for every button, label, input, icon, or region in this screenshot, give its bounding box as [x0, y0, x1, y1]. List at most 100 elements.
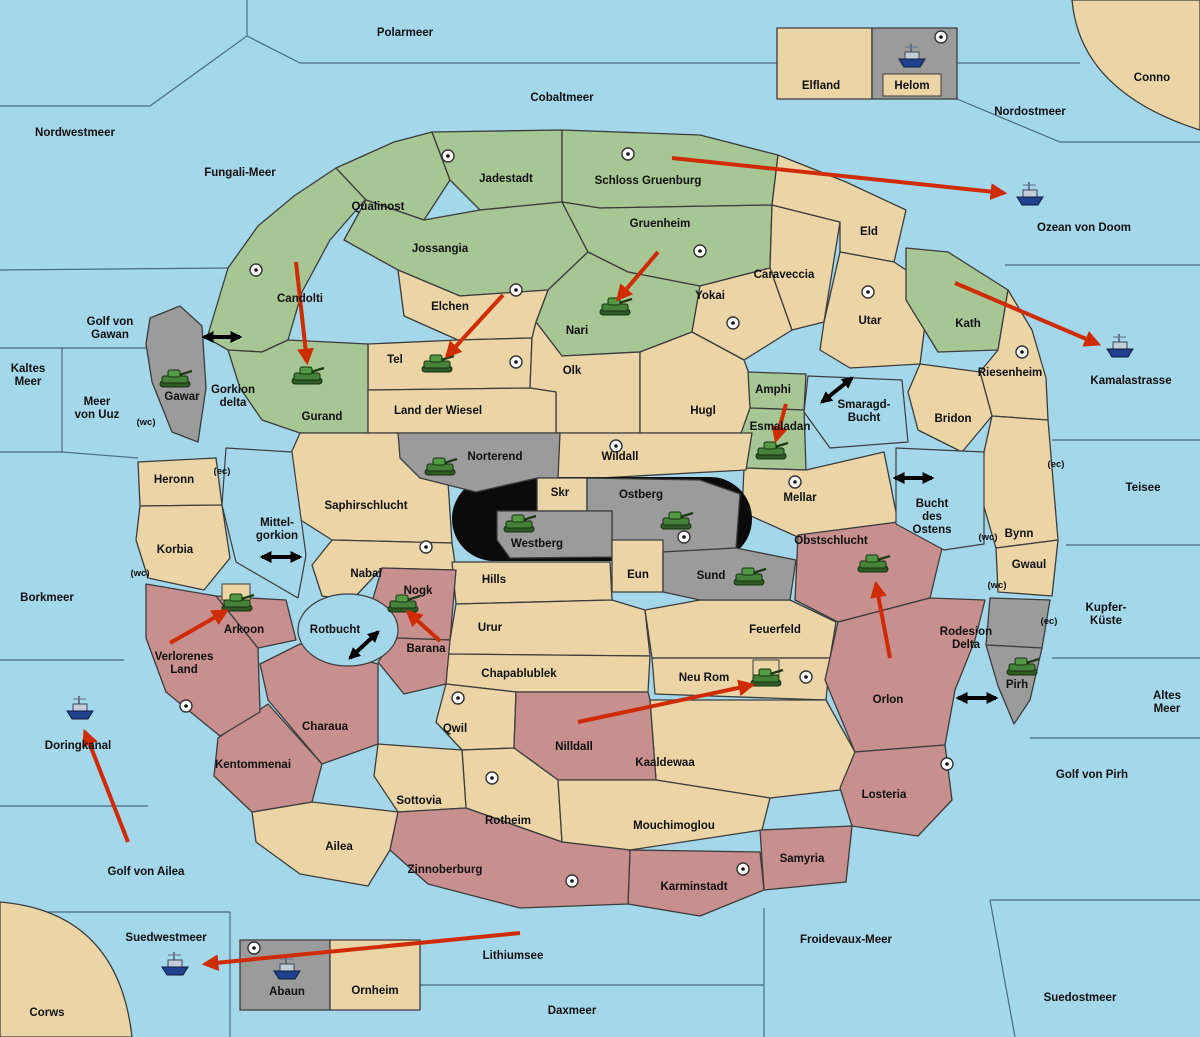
- capital-dot-center: [1020, 350, 1024, 354]
- label-rotbucht: Rotbucht: [310, 624, 361, 636]
- territory-charaua[interactable]: [259, 643, 379, 765]
- label-smaragd-bucht: Smaragd-Bucht: [837, 399, 890, 424]
- label-saphirschlucht: Saphirschlucht: [324, 500, 407, 512]
- label-esmaladan: Esmaladan: [750, 421, 811, 433]
- territory-ailea[interactable]: [251, 801, 399, 887]
- capital-dot-center: [939, 35, 943, 39]
- territory-nabai[interactable]: [311, 539, 457, 601]
- attack-arrow: [615, 250, 660, 302]
- ship-hull: [66, 710, 94, 720]
- label-hugl: Hugl: [690, 405, 716, 417]
- label-kupfer-k-ste: Kupfer-Küste: [1086, 602, 1127, 627]
- tank-unit[interactable]: [291, 366, 325, 385]
- connection-arrow: [820, 376, 854, 404]
- label-bynn: Bynn: [1005, 528, 1034, 540]
- label-samyria: Samyria: [780, 853, 825, 865]
- label-corws: Corws: [29, 1007, 64, 1019]
- label-heronn: Heronn: [154, 474, 194, 486]
- label-skr: Skr: [551, 487, 570, 499]
- capital-dot-center: [804, 675, 808, 679]
- label-yokai: Yokai: [695, 290, 725, 302]
- tank-unit[interactable]: [503, 514, 537, 533]
- tank-unit[interactable]: [733, 567, 767, 586]
- ship-hull: [898, 58, 926, 68]
- sea-border: [61, 451, 139, 459]
- territory-yokai[interactable]: [691, 267, 793, 361]
- tank-unit[interactable]: [221, 593, 255, 612]
- label-kaaldewaa: Kaaldewaa: [635, 757, 695, 769]
- tank-barrel: [310, 366, 325, 374]
- tank-unit[interactable]: [755, 441, 789, 460]
- tank-unit[interactable]: [421, 354, 455, 373]
- territory-eun[interactable]: [611, 539, 664, 593]
- label-norterend: Norterend: [468, 451, 523, 463]
- sea-border: [246, 35, 777, 64]
- tank-unit[interactable]: [750, 668, 784, 687]
- label-caraveccia: Caraveccia: [754, 269, 815, 281]
- ship-deckhouse: [1022, 189, 1038, 198]
- label-eun: Eun: [627, 569, 649, 581]
- label-charaua: Charaua: [302, 721, 349, 733]
- label-golf-von-ailea: Golf von Ailea: [108, 866, 185, 878]
- territory-sund[interactable]: [662, 547, 797, 601]
- attack-arrow: [870, 580, 892, 659]
- ship-unit[interactable]: [898, 44, 926, 68]
- label-nordostmeer: Nordostmeer: [994, 106, 1066, 118]
- tank-turret: [741, 567, 755, 576]
- territory-land-der-wiesel[interactable]: [367, 387, 557, 434]
- label-ec: (ec): [214, 466, 231, 477]
- capital-dot-center: [184, 704, 188, 708]
- tank-unit[interactable]: [159, 369, 193, 388]
- territory-kentommenai[interactable]: [213, 703, 323, 813]
- territory-losteria[interactable]: [839, 744, 953, 837]
- label-korbia: Korbia: [157, 544, 194, 556]
- capital-dot-center: [254, 268, 258, 272]
- label-wc: (wc): [979, 532, 998, 543]
- tank-unit[interactable]: [424, 457, 458, 476]
- sea-border: [0, 267, 229, 271]
- attack-arrow: [169, 609, 229, 645]
- label-barana: Barana: [407, 643, 447, 655]
- label-elfland: Elfland: [802, 80, 840, 92]
- ship-deckhouse: [167, 959, 183, 968]
- ship-unit[interactable]: [1016, 182, 1044, 206]
- territory-conno[interactable]: [1071, 0, 1200, 131]
- label-froidevaux-meer: Froidevaux-Meer: [800, 934, 893, 946]
- territory-gwaul[interactable]: [995, 539, 1059, 597]
- territory-hills[interactable]: [451, 561, 613, 605]
- label-orlon: Orlon: [873, 694, 904, 706]
- tank-barrel: [774, 441, 789, 449]
- ship-unit[interactable]: [1106, 334, 1134, 358]
- territory-feuerfeld[interactable]: [644, 599, 837, 659]
- label-cobaltmeer: Cobaltmeer: [530, 92, 594, 104]
- label-wc: (wc): [131, 568, 150, 579]
- ship-unit[interactable]: [66, 696, 94, 720]
- territory-norterend[interactable]: [397, 432, 561, 493]
- tank-unit[interactable]: [1006, 657, 1040, 676]
- sea-border: [0, 347, 63, 453]
- label-kamalastrasse: Kamalastrasse: [1090, 375, 1171, 387]
- label-ec: (ec): [1041, 616, 1058, 627]
- territory-ornheim[interactable]: [329, 939, 421, 1011]
- label-gawar: Gawar: [164, 391, 200, 403]
- label-wc: (wc): [137, 417, 156, 428]
- territory-samyria[interactable]: [759, 825, 853, 891]
- label-hills: Hills: [482, 574, 506, 586]
- label-riesenheim: Riesenheim: [978, 367, 1043, 379]
- label-candolti: Candolti: [277, 293, 323, 305]
- capital-dot-center: [514, 360, 518, 364]
- tank-turret: [395, 594, 409, 603]
- label-tel: Tel: [387, 354, 403, 366]
- tank-unit[interactable]: [660, 511, 694, 530]
- label-polarmeer: Polarmeer: [377, 27, 434, 39]
- connection-arrow: [348, 630, 380, 660]
- ship-unit[interactable]: [161, 952, 189, 976]
- territory-wildall[interactable]: [555, 432, 753, 479]
- tank-unit[interactable]: [857, 554, 891, 573]
- territory-orlon[interactable]: [824, 597, 986, 753]
- territory-corws[interactable]: [0, 901, 133, 1037]
- ship-unit[interactable]: [273, 956, 301, 980]
- label-borkmeer: Borkmeer: [20, 592, 74, 604]
- label-jadestadt: Jadestadt: [479, 173, 533, 185]
